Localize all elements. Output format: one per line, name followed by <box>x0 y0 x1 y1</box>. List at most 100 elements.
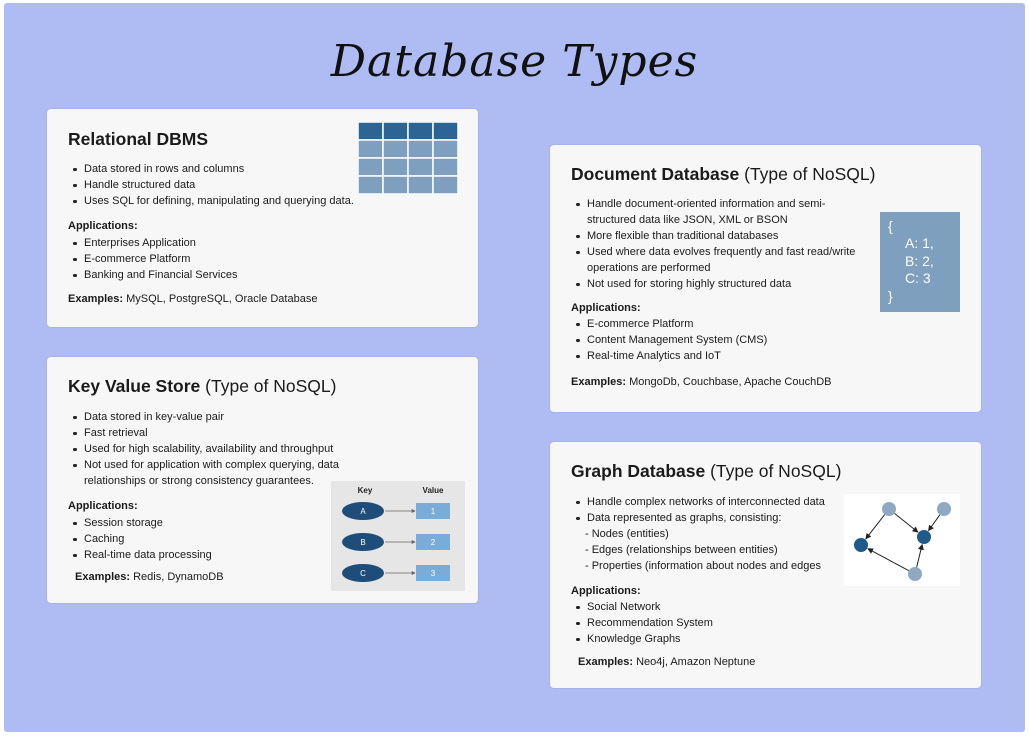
list-item: More flexible than traditional databases <box>571 228 855 244</box>
table-header-cell <box>358 122 384 141</box>
examples-value: Redis, DynamoDB <box>133 571 224 583</box>
keyvalue-applications: Session storage Caching Real-time data p… <box>68 515 212 563</box>
list-item: Recommendation System <box>571 615 713 631</box>
graph-edge <box>916 543 924 568</box>
value-label: 2 <box>431 538 436 547</box>
table-cell <box>432 157 459 177</box>
list-item: Real-time data processing <box>68 547 212 563</box>
table-cell <box>432 139 459 159</box>
graph-edge <box>867 548 910 572</box>
relational-applications-label: Applications: <box>68 220 138 232</box>
examples-label: Examples: <box>571 376 627 388</box>
page-title: Database Types <box>330 36 699 87</box>
relational-card: Relational DBMS Data stored in rows and … <box>47 109 478 327</box>
list-item: Caching <box>68 531 212 547</box>
list-item: Fast retrieval <box>68 425 339 441</box>
key-label: C <box>360 569 366 578</box>
graph-edges <box>865 512 941 572</box>
keyvalue-applications-label: Applications: <box>68 500 138 512</box>
table-cell <box>382 139 409 159</box>
graph-edge <box>865 514 886 540</box>
table-grid <box>358 122 459 194</box>
list-item: E-commerce Platform <box>571 316 767 332</box>
list-item-continuation: operations are performed <box>587 262 711 274</box>
key-node <box>342 564 384 582</box>
key-column-header: Key <box>358 486 373 495</box>
table-cell <box>382 175 409 194</box>
graph-applications-label: Applications: <box>571 585 641 597</box>
table-header-cell <box>407 122 434 141</box>
list-item: Data stored in key-value pair <box>68 409 339 425</box>
relational-bullets: Data stored in rows and columns Handle s… <box>68 161 354 209</box>
keyvalue-card: Key Value Store (Type of NoSQL) Data sto… <box>47 357 478 603</box>
list-item: Data stored in rows and columns <box>68 161 354 177</box>
table-cell <box>407 157 434 177</box>
key-label: B <box>360 538 365 547</box>
examples-value: MongoDb, Couchbase, Apache CouchDB <box>629 376 832 388</box>
list-item: Enterprises Application <box>68 235 237 251</box>
table-header-cell <box>382 122 409 141</box>
keyvalue-subtitle: (Type of NoSQL) <box>205 376 337 396</box>
list-item: Data represented as graphs, consisting: <box>571 510 825 526</box>
list-item-continuation: structured data like JSON, XML or BSON <box>587 214 788 226</box>
list-item-dash: - Properties (information about nodes an… <box>585 560 822 572</box>
key-node <box>342 502 384 520</box>
json-line: { <box>888 218 893 234</box>
list-item: Handle structured data <box>68 177 354 193</box>
document-card: Document Database (Type of NoSQL) Handle… <box>550 145 981 412</box>
keyvalue-bullets: Data stored in key-value pair Fast retri… <box>68 409 339 489</box>
graph-node <box>937 502 951 516</box>
examples-label: Examples: <box>75 571 131 583</box>
graph-applications: Social Network Recommendation System Kno… <box>571 599 713 647</box>
document-title: Document Database (Type of NoSQL) <box>571 164 875 185</box>
table-cell <box>358 175 384 194</box>
graph-node <box>854 538 868 552</box>
list-item: Real-time Analytics and IoT <box>571 348 767 364</box>
graph-node <box>917 530 931 544</box>
graph-node <box>882 502 896 516</box>
document-subtitle: (Type of NoSQL) <box>744 164 876 184</box>
json-line: C: 3 <box>905 270 931 286</box>
key-label: A <box>360 507 366 516</box>
list-item: Content Management System (CMS) <box>571 332 767 348</box>
value-label: 3 <box>431 569 436 578</box>
value-column-header: Value <box>423 486 444 495</box>
table-cell <box>382 157 409 177</box>
list-item: Social Network <box>571 599 713 615</box>
examples-label: Examples: <box>68 293 124 305</box>
graph-subtitle: (Type of NoSQL) <box>710 461 842 481</box>
key-node <box>342 533 384 551</box>
list-item-dash: - Edges (relationships between entities) <box>585 544 778 556</box>
keyvalue-title: Key Value Store (Type of NoSQL) <box>68 376 336 397</box>
list-item: Uses SQL for defining, manipulating and … <box>68 193 354 209</box>
examples-value: MySQL, PostgreSQL, Oracle Database <box>126 293 318 305</box>
document-examples: Examples: MongoDb, Couchbase, Apache Cou… <box>571 376 832 388</box>
list-item-dash: - Nodes (entities) <box>585 528 669 540</box>
document-bullets: Handle document-oriented information and… <box>571 196 855 292</box>
value-box <box>416 565 450 581</box>
table-header-cell <box>432 122 459 141</box>
examples-label: Examples: <box>578 656 634 668</box>
list-item: Not used for storing highly structured d… <box>571 276 855 292</box>
list-item: Session storage <box>68 515 212 531</box>
graph-examples: Examples: Neo4j, Amazon Neptune <box>578 656 755 668</box>
graph-nodes <box>854 502 951 581</box>
json-document-icon: { A: 1, B: 2, C: 3 } <box>880 212 960 312</box>
list-item: E-commerce Platform <box>68 251 237 267</box>
examples-value: Neo4j, Amazon Neptune <box>636 656 756 668</box>
json-line: } <box>888 288 893 304</box>
table-grid-icon <box>358 122 459 194</box>
table-cell <box>432 175 459 194</box>
relational-title: Relational DBMS <box>68 129 209 149</box>
keyvalue-examples: Examples: Redis, DynamoDB <box>75 571 224 583</box>
json-line: B: 2, <box>905 253 934 269</box>
graph-title-text: Graph Database <box>571 461 706 481</box>
list-item: Handle document-oriented information and… <box>571 196 855 212</box>
graph-title: Graph Database (Type of NoSQL) <box>571 461 841 482</box>
table-cell <box>358 139 384 159</box>
list-item-continuation: relationships or strong consistency guar… <box>84 475 314 487</box>
graph-node <box>908 567 922 581</box>
json-line: A: 1, <box>905 235 934 251</box>
